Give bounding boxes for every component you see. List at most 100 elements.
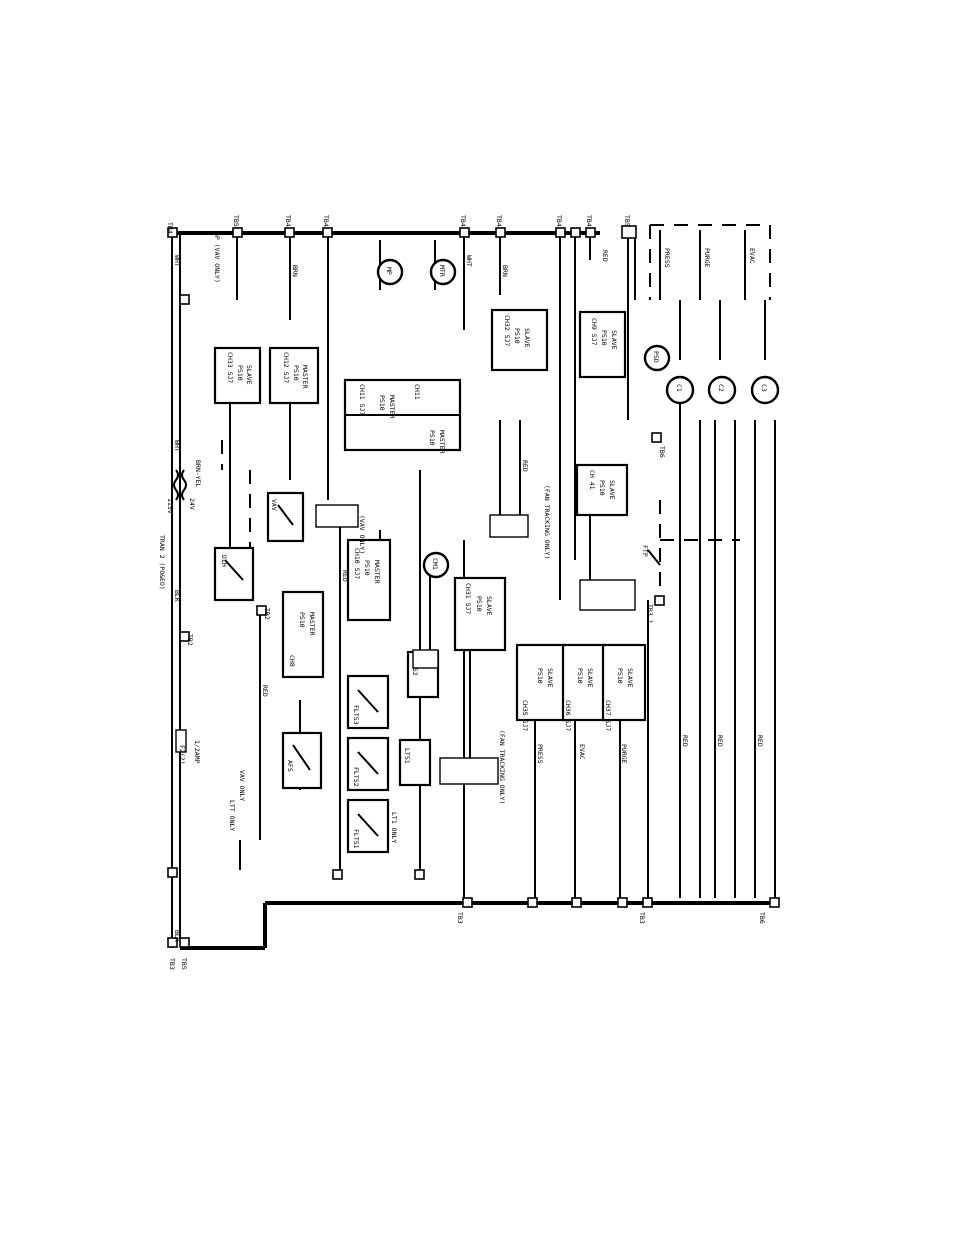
module-ch: CH12 SJ7 bbox=[282, 352, 290, 383]
module-ch10: CH10 SJ7 PS10 MASTER bbox=[346, 538, 392, 622]
switch-vav-label: VAV bbox=[270, 499, 278, 511]
switch-purge: PURGE bbox=[703, 248, 711, 268]
module-ch31: CH31 SJ7 PS10 SLAVE bbox=[453, 576, 507, 652]
module-title: PS10 bbox=[616, 668, 624, 684]
module-title: PS10 bbox=[363, 560, 371, 576]
switch-flts2-label: FLTS2 bbox=[352, 767, 360, 787]
tb4-label-6: TB4 bbox=[555, 215, 563, 227]
module-role: SLAVE bbox=[608, 480, 616, 500]
tb2-label-2: TB2 bbox=[186, 634, 194, 646]
module-ch: CH37 SJ7 bbox=[604, 700, 612, 731]
module-ch: CH31 SJ7 bbox=[464, 583, 472, 614]
lt1-only-label: LT1 ONLY bbox=[390, 812, 398, 843]
tb3-label-2: TB3 bbox=[456, 912, 464, 924]
module-role: SLAVE bbox=[245, 365, 253, 385]
module-ch41: CH 41 PS10 SLAVE bbox=[575, 463, 629, 517]
tb4-label: TB4 bbox=[166, 222, 174, 234]
wire-red-4: RED bbox=[681, 735, 689, 747]
switch-flts3: FLTS3 bbox=[346, 674, 390, 730]
tb5-label: TB5 bbox=[232, 215, 240, 227]
brn-yel-label: BRN-YEL bbox=[194, 460, 202, 487]
switch-press-label: PRESS bbox=[663, 248, 671, 268]
wire-brn-1: BRN bbox=[291, 265, 299, 277]
module-role: MASTER bbox=[388, 395, 396, 419]
function-purge: PURGE bbox=[620, 744, 628, 764]
motor-cm1-label: CM1 bbox=[431, 558, 439, 570]
motor-mtr-label: MTR bbox=[438, 265, 446, 277]
wiring bbox=[229, 230, 776, 898]
module-title: PS10 bbox=[428, 430, 436, 446]
tb5-label-2: TB5 bbox=[623, 215, 631, 227]
module-ch: CH11 SJ7 bbox=[358, 384, 366, 415]
module-ch32: CH32 SJ7 PS10 SLAVE bbox=[490, 308, 549, 372]
switch-flts2: FLTS2 bbox=[346, 736, 390, 792]
tb3-label: TB3 bbox=[168, 958, 176, 970]
wire-wht-2: WHT bbox=[465, 255, 473, 267]
module-title: PS10 bbox=[576, 668, 584, 684]
terminal-blocks bbox=[167, 225, 780, 948]
tb4-label-3: TB4 bbox=[322, 215, 330, 227]
module-role: SLAVE bbox=[586, 668, 594, 688]
fan-tracking-label-1: (FAN TRACKING ONLY) bbox=[498, 730, 506, 804]
switch-ftp-label: FTP bbox=[641, 545, 649, 557]
switch-afs: AFS bbox=[281, 731, 323, 790]
wire-red-1: RED bbox=[261, 685, 269, 697]
switch-flts1-label: FLTS1 bbox=[352, 829, 360, 849]
transformer-primary: 115V bbox=[166, 498, 174, 514]
motor-c1: C1 bbox=[665, 375, 695, 405]
module-role: SLAVE bbox=[523, 328, 531, 348]
connector-blocks bbox=[315, 504, 636, 785]
motor-mtr: MTR bbox=[429, 258, 457, 286]
wire-red-6: RED bbox=[756, 735, 764, 747]
module-ch33: CH33 SJ7 PS10 SLAVE bbox=[213, 346, 262, 405]
switch-lts1: LTS1 bbox=[398, 738, 432, 787]
motor-cm1: CM1 bbox=[422, 551, 450, 579]
fan-tracking-label-2: (FAN TRACKING ONLY) bbox=[543, 485, 551, 559]
fuse-name: F2(2) bbox=[178, 745, 186, 765]
transformer: TRAN 2 (PO&EO) 115V 24V BRN-YEL bbox=[158, 460, 202, 590]
motor-mp-label: MP bbox=[385, 267, 393, 275]
vav-only-label: VAV ONLY bbox=[238, 770, 246, 801]
motor-c3-label: C3 bbox=[760, 384, 768, 392]
switch-afs-label: AFS bbox=[286, 760, 294, 772]
wire-blk-1: BLK bbox=[173, 590, 181, 602]
vav-only-label-2: (VAV ONLY) bbox=[358, 515, 366, 554]
module-ch11a: CH11 SJ7 PS10 MASTER bbox=[343, 378, 462, 452]
terminal-labels: TB4 TB5 TB4 TB4 TB4 TB4 TB4 TB4 TB5 TB3 … bbox=[166, 215, 766, 970]
motor-c1-label: C1 bbox=[675, 384, 683, 392]
module-role: SLAVE bbox=[485, 596, 493, 616]
gp-vav-label: GP (VAV ONLY) bbox=[213, 232, 221, 283]
wire-blk-2: BLK bbox=[173, 930, 181, 942]
tb3-1-label: TB3,1 bbox=[646, 604, 654, 624]
transformer-secondary: 24V bbox=[188, 498, 196, 510]
module-title: PS10 bbox=[378, 395, 386, 411]
module-title: PS10 bbox=[292, 365, 300, 381]
module-ch: CH 41 bbox=[588, 470, 596, 490]
motor-c2: C2 bbox=[707, 375, 737, 405]
motor-c2-label: C2 bbox=[717, 384, 725, 392]
switch-dih: DIH bbox=[213, 546, 255, 602]
wire-brn-2: BRN bbox=[501, 265, 509, 277]
module-ch: CH9 SJ7 bbox=[590, 318, 598, 345]
tb4-label-7: TB4 bbox=[585, 215, 593, 227]
module-ch9: CH9 SJ7 PS10 SLAVE bbox=[578, 310, 627, 379]
motor-psd: PSD bbox=[643, 344, 671, 372]
module-role: SLAVE bbox=[610, 330, 618, 350]
wire-red-5: RED bbox=[716, 735, 724, 747]
wire-wht-1: WHT bbox=[173, 255, 181, 267]
switch-evac-label: EVAC bbox=[748, 248, 756, 264]
module-role: MASTER bbox=[438, 430, 446, 454]
switch-ftp: FTP bbox=[641, 545, 661, 566]
switch-lts1-label: LTS1 bbox=[403, 748, 411, 764]
module-ch: CH33 SJ7 bbox=[226, 352, 234, 383]
fuse: F2(2) 1/2AMP bbox=[175, 729, 201, 765]
module-ch: CH36 SJ7 bbox=[564, 700, 572, 731]
switch-dih-label: DIH bbox=[220, 555, 228, 567]
switch-purge-label: PURGE bbox=[703, 248, 711, 268]
module-title: PS10 bbox=[598, 480, 606, 496]
switch-flts1: FLTS1 bbox=[346, 798, 390, 854]
module-title: PS10 bbox=[475, 596, 483, 612]
switch-evac: EVAC bbox=[748, 248, 756, 264]
module-ch: CH32 SJ7 bbox=[503, 315, 511, 346]
motor-c3: C3 bbox=[750, 375, 780, 405]
